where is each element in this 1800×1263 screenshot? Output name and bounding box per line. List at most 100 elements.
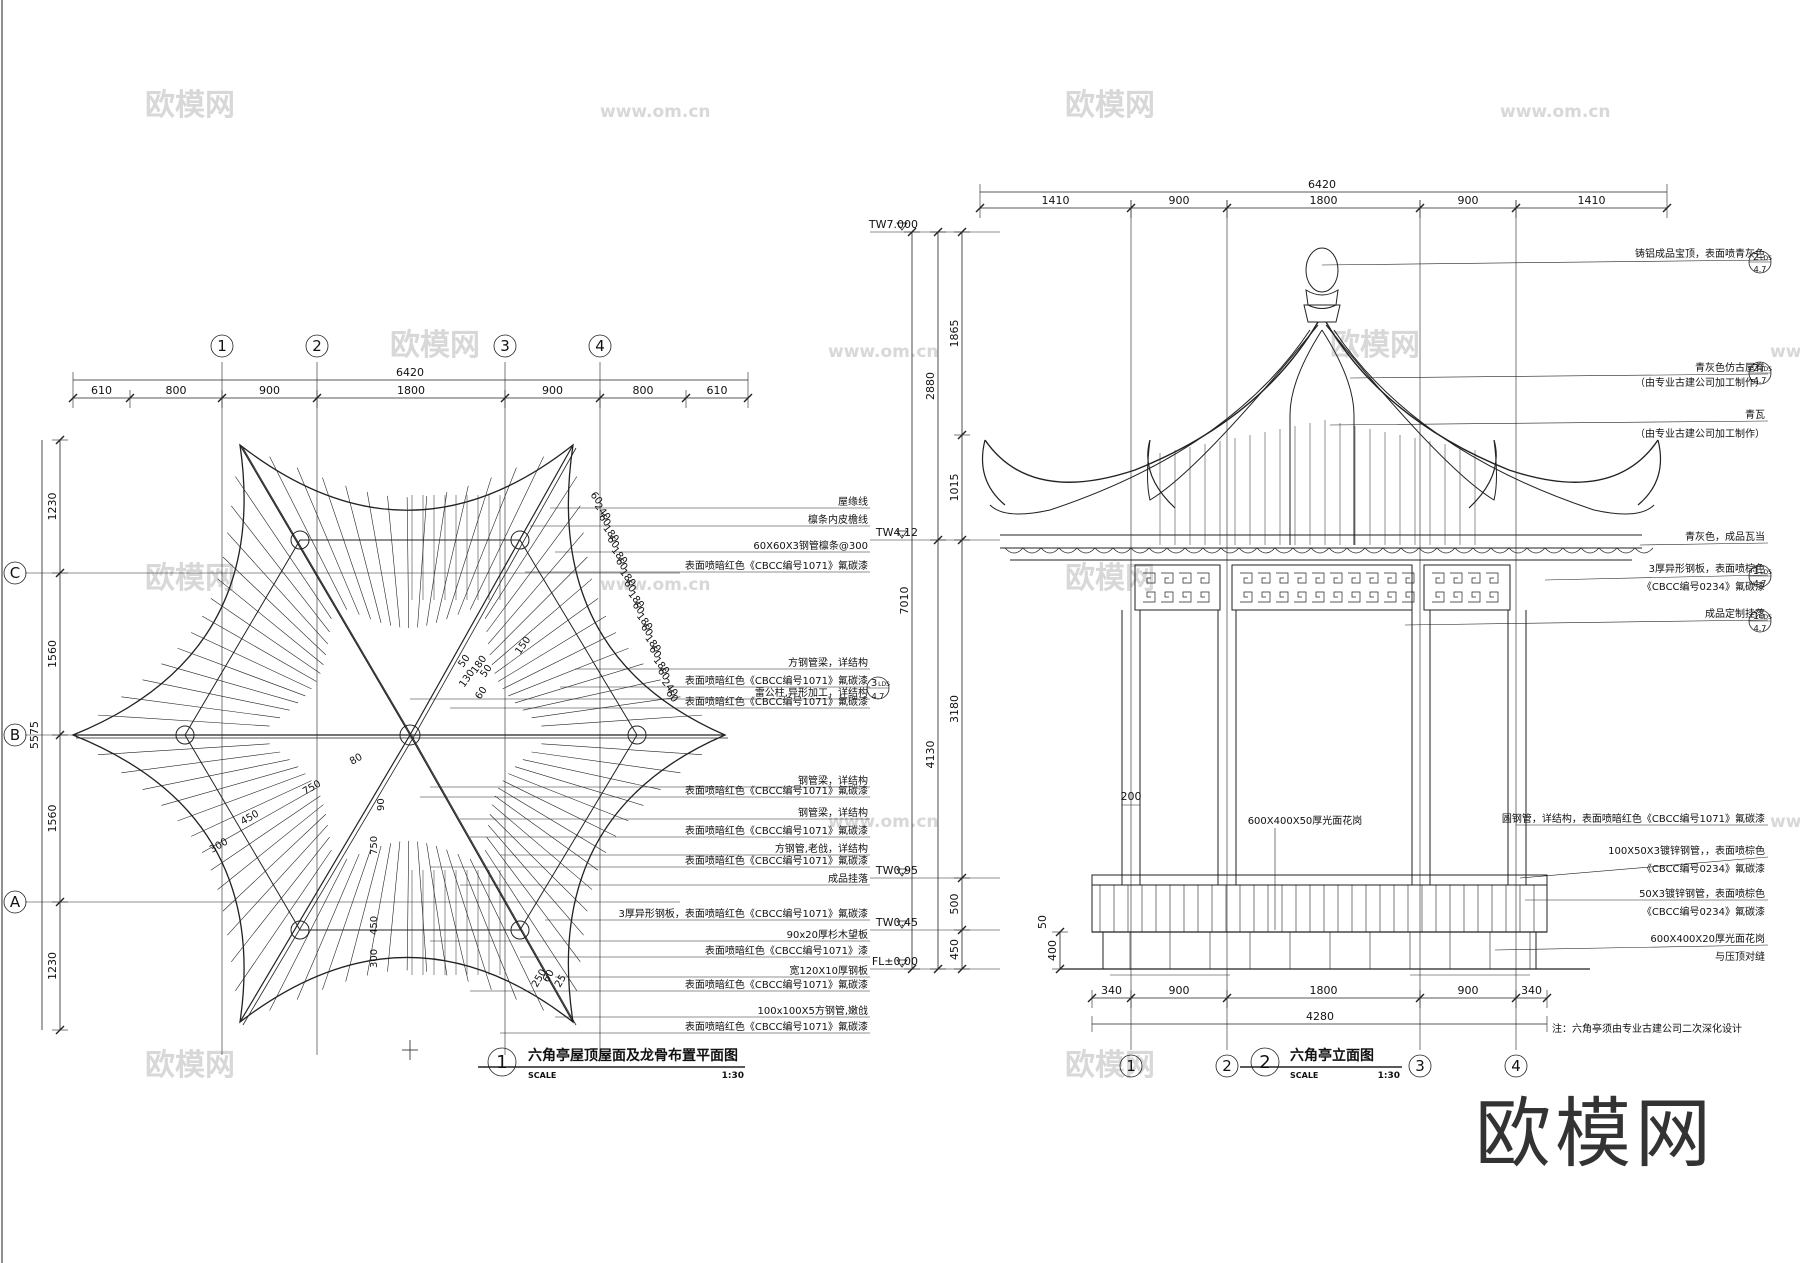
eave-tile bbox=[1022, 547, 1042, 554]
elev-note: 圆钢管，详结构，表面喷暗红色《CBCC编号1071》氟碳漆 bbox=[1502, 812, 1765, 825]
rafter-line bbox=[366, 843, 392, 976]
elev-top-dim-value: 900 bbox=[1169, 194, 1190, 207]
rafter-line bbox=[541, 743, 702, 755]
watermark-logo: 欧模网 bbox=[145, 1048, 235, 1083]
grid-bubble-x-label: 1 bbox=[217, 337, 227, 355]
eave-tile bbox=[1004, 547, 1024, 554]
ridge-line bbox=[412, 737, 577, 1026]
rafter-line bbox=[322, 849, 371, 990]
rafter-line bbox=[296, 467, 360, 615]
lattice-pattern bbox=[1197, 572, 1210, 584]
elev-top-dim-tick bbox=[975, 203, 985, 213]
elev-note: 青瓦 bbox=[1745, 408, 1765, 421]
level-label: TW0.95 bbox=[875, 864, 918, 877]
elev-grid-bubble-circle bbox=[1119, 1054, 1143, 1078]
plan-left-dim-tick bbox=[55, 1025, 65, 1035]
detail-tag-num: 3 bbox=[871, 678, 877, 689]
finial-base bbox=[1303, 304, 1341, 323]
plan-top-dim-tick bbox=[743, 393, 753, 403]
eave-tile bbox=[1598, 547, 1618, 554]
elev-tag-code: LDS bbox=[1760, 569, 1772, 576]
elev-note: （由专业古建公司加工制作） bbox=[1635, 376, 1765, 389]
rafter-line bbox=[494, 598, 599, 674]
eave-tip-left bbox=[981, 439, 1006, 506]
plan-title-number: 1 bbox=[496, 1052, 507, 1073]
plan-note: 表面喷暗红色《CBCC编号1071》氟碳漆 bbox=[685, 978, 868, 991]
column-node bbox=[290, 920, 310, 940]
plan-note: 表面喷暗红色《CBCC编号1071》氟碳漆 bbox=[685, 854, 868, 867]
elev-vdim-mid-tick bbox=[933, 227, 943, 237]
rafter-line bbox=[484, 849, 578, 991]
framing-dim: 750 bbox=[369, 836, 380, 855]
eave-tile bbox=[1256, 547, 1276, 554]
eave-tile bbox=[1616, 547, 1636, 554]
plan-note: 3厚异形钢板，表面喷暗红色《CBCC编号1071》氟碳漆 bbox=[619, 907, 868, 920]
elevation-pavilion bbox=[981, 200, 1662, 1050]
watermark-url: www.om.cn bbox=[828, 342, 939, 362]
rafter-line bbox=[345, 845, 382, 982]
plan-title-circle bbox=[487, 1047, 517, 1077]
rafter-line bbox=[387, 495, 401, 628]
level-label: FL±0.00 bbox=[872, 955, 918, 968]
rafter-line bbox=[366, 491, 392, 626]
eave-tip-right bbox=[1637, 439, 1662, 506]
elev-bottom-dim-value: 900 bbox=[1169, 984, 1190, 997]
elev-grid-bubble-label: 2 bbox=[1222, 1057, 1232, 1075]
lattice-pattern bbox=[1240, 591, 1253, 603]
elev-top-dim-value: 1410 bbox=[1042, 194, 1070, 207]
plan-total-width: 6420 bbox=[396, 366, 424, 379]
elev-tag-code: LDS bbox=[1760, 255, 1772, 262]
plan-top-dim-tick bbox=[217, 393, 227, 403]
rafter-line bbox=[227, 532, 329, 645]
ridge-line bbox=[409, 734, 574, 1023]
lattice-pattern bbox=[1432, 591, 1445, 603]
rafter-line bbox=[406, 497, 410, 628]
lattice-frame bbox=[1423, 564, 1511, 611]
plan-note: 屋缘线 bbox=[838, 495, 868, 508]
rafter-line bbox=[531, 751, 681, 774]
rafter-line bbox=[269, 858, 348, 1011]
rafter-line bbox=[201, 615, 317, 682]
lattice-pattern bbox=[1366, 591, 1379, 603]
roof-ridge-left bbox=[984, 321, 1319, 483]
rafter-line bbox=[435, 845, 469, 982]
elev-vdim-inner-tick bbox=[957, 964, 967, 974]
rafter-line bbox=[508, 647, 629, 697]
eave-tile bbox=[1472, 547, 1492, 554]
elev-total-top: 6420 bbox=[1308, 178, 1336, 191]
rafter-line bbox=[97, 743, 270, 755]
elev-top-dim-value: 1800 bbox=[1310, 194, 1338, 207]
eave-tile bbox=[1058, 547, 1078, 554]
elev-column-dim: 200 bbox=[1121, 790, 1142, 803]
rafter-line bbox=[222, 556, 327, 656]
elev-scale: 1:30 bbox=[1378, 1071, 1400, 1081]
plan-top-dim-tick bbox=[595, 393, 605, 403]
elev-vdim-seat-tick bbox=[1055, 927, 1065, 937]
rafter-line bbox=[457, 467, 517, 615]
ridge-line bbox=[242, 447, 414, 739]
detail-tag-sheet: 4.7 bbox=[872, 692, 885, 701]
watermark-url: www.om.cn bbox=[600, 575, 711, 595]
rafter-line bbox=[231, 505, 330, 633]
plan-total-height: 5575 bbox=[28, 721, 41, 749]
plan-left-dim-value: 1230 bbox=[46, 493, 59, 521]
plan-left-dim-value: 1230 bbox=[46, 952, 59, 980]
rafter-line bbox=[142, 679, 290, 711]
watermark-logo-large: 欧模网 bbox=[1475, 1089, 1715, 1178]
rafter-line bbox=[522, 679, 661, 711]
plan-note: 表面喷暗红色《CBCC编号1071》氟碳漆 bbox=[685, 695, 868, 708]
plan-left-dim-tick bbox=[55, 897, 65, 907]
rafter-line bbox=[161, 663, 299, 704]
plan-note: 钢管梁，详结构 bbox=[798, 774, 868, 787]
elev-note: 成品定制挂落 bbox=[1705, 607, 1765, 620]
grid-bubble-x-circle bbox=[493, 334, 517, 358]
rafter-line bbox=[191, 632, 312, 690]
eave-tile bbox=[1292, 547, 1312, 554]
lattice-pattern bbox=[1276, 572, 1289, 584]
grid-bubble-y-circle bbox=[3, 890, 27, 914]
elev-note: 50X3镀锌钢管，表面喷棕色 bbox=[1639, 887, 1765, 900]
elev-bottom-dim-tick bbox=[1222, 993, 1232, 1003]
plan-top-dim-tick bbox=[681, 393, 691, 403]
column-node bbox=[175, 725, 195, 745]
eave-tile bbox=[1364, 547, 1384, 554]
